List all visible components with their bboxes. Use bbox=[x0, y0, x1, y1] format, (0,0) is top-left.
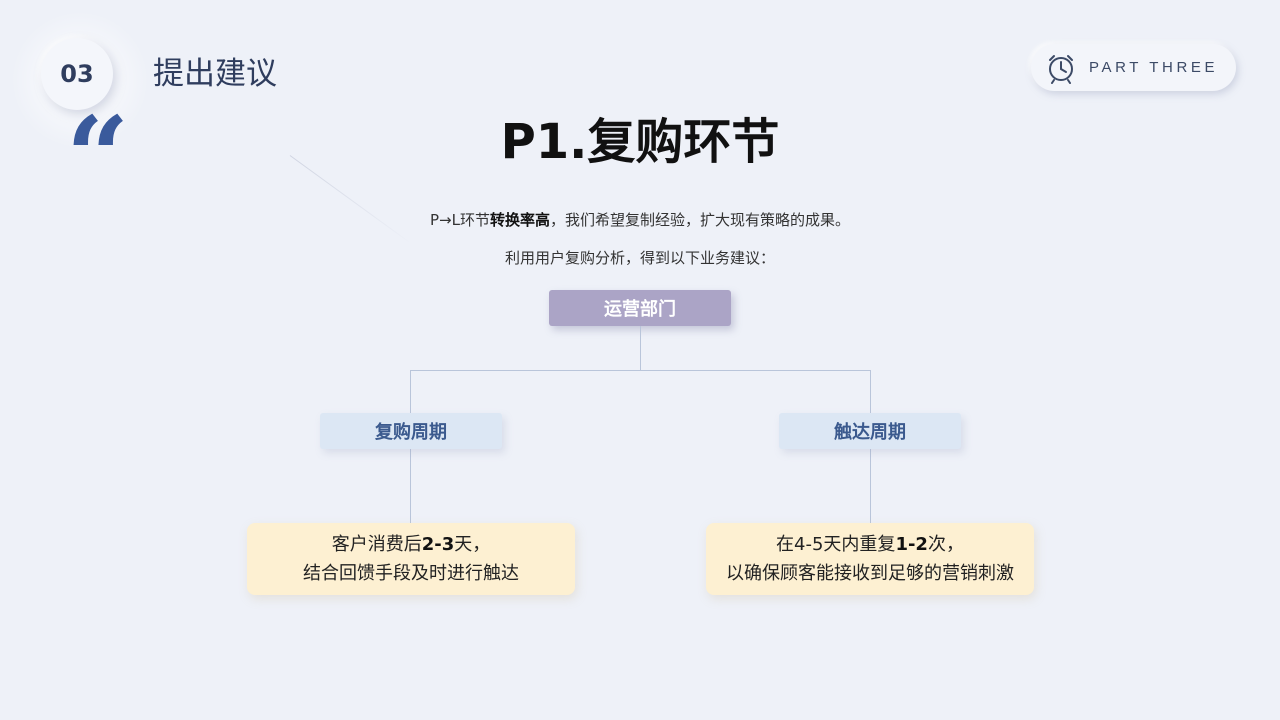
leaf-line-1: 在4-5天内重复1-2次， bbox=[776, 530, 964, 559]
branch-node-repurchase-cycle: 复购周期 bbox=[320, 413, 502, 449]
connector-line bbox=[870, 449, 871, 523]
leaf-node-repurchase-detail: 客户消费后2-3天， 结合回馈手段及时进行触达 bbox=[247, 523, 575, 595]
leaf-highlight: 2-3 bbox=[421, 534, 455, 555]
alarm-clock-icon bbox=[1049, 54, 1073, 84]
subtitle-highlight: 转换率高 bbox=[489, 211, 550, 229]
part-label: PART THREE bbox=[1089, 59, 1219, 76]
quote-mark-icon: “ bbox=[66, 92, 129, 221]
section-title: 提出建议 bbox=[153, 56, 277, 92]
leaf-highlight: 1-2 bbox=[895, 534, 928, 555]
subtitle-text: P→L环节 bbox=[429, 211, 490, 229]
leaf-text: 次， bbox=[927, 534, 964, 555]
slide-title: P1.复购环节 bbox=[500, 114, 780, 170]
leaf-line-1: 客户消费后2-3天， bbox=[332, 530, 491, 559]
leaf-text: 天， bbox=[454, 534, 491, 555]
part-badge: PART THREE bbox=[1031, 44, 1236, 91]
leaf-text: 在4-5天内重复 bbox=[776, 534, 896, 555]
branch-node-reach-cycle: 触达周期 bbox=[779, 413, 961, 449]
leaf-line-2: 结合回馈手段及时进行触达 bbox=[303, 563, 519, 584]
connector-line bbox=[410, 370, 871, 371]
connector-line bbox=[410, 449, 411, 523]
section-number: 03 bbox=[41, 38, 113, 110]
subtitle-line-1: P→L环节转换率高，我们希望复制经验，扩大现有策略的成果。 bbox=[0, 210, 1280, 230]
connector-line bbox=[640, 326, 641, 370]
leaf-text: 客户消费后 bbox=[331, 534, 422, 555]
connector-line bbox=[410, 370, 411, 413]
leaf-line-2: 以确保顾客能接收到足够的营销刺激 bbox=[726, 563, 1014, 584]
subtitle-line-2: 利用用户复购分析，得到以下业务建议： bbox=[504, 249, 775, 267]
leaf-node-reach-detail: 在4-5天内重复1-2次， 以确保顾客能接收到足够的营销刺激 bbox=[706, 523, 1034, 595]
root-node: 运营部门 bbox=[549, 290, 731, 326]
subtitle-text: ，我们希望复制经验，扩大现有策略的成果。 bbox=[549, 211, 850, 229]
connector-line bbox=[870, 370, 871, 413]
